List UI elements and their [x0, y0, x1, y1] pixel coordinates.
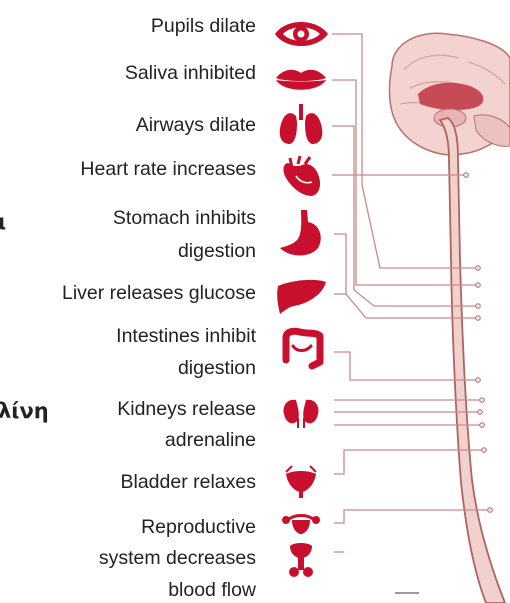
- liver-icon: [277, 280, 326, 314]
- lips-icon: [276, 70, 326, 90]
- bladder-icon: [286, 466, 316, 498]
- heart-icon: [284, 156, 320, 196]
- lungs-icon: [280, 104, 323, 144]
- stomach-icon: [280, 210, 321, 256]
- kidneys-icon: [284, 400, 319, 428]
- uterus-icon: [282, 516, 320, 535]
- eye-icon: [275, 22, 328, 46]
- intestines-icon: [286, 331, 320, 366]
- male-reproductive-icon: [289, 543, 313, 577]
